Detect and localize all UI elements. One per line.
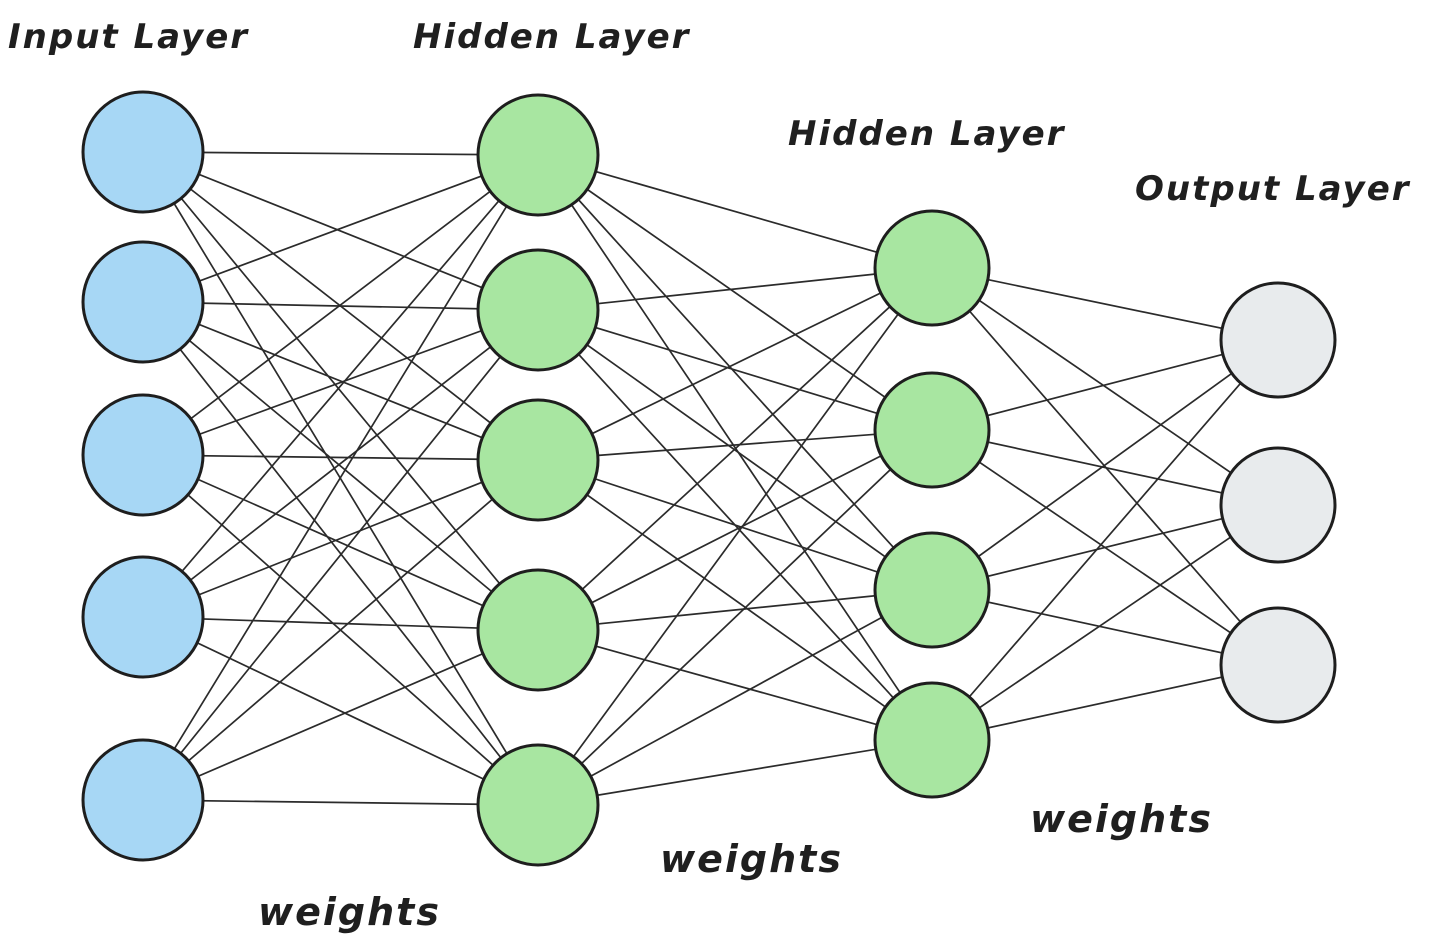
edge-input-5-to-hidden1-1 bbox=[142, 154, 539, 801]
edge-input-5-to-hidden1-5 bbox=[142, 799, 539, 806]
edge-hidden1-4-to-hidden2-3 bbox=[537, 589, 933, 631]
edge-input-2-to-hidden1-3 bbox=[142, 301, 539, 461]
weights-label-1: weights bbox=[258, 890, 441, 934]
edge-hidden1-3-to-hidden2-3 bbox=[537, 459, 933, 591]
edge-input-2-to-hidden1-1 bbox=[142, 154, 539, 303]
edge-hidden1-5-to-hidden2-3 bbox=[537, 589, 933, 806]
edge-hidden1-3-to-hidden2-1 bbox=[537, 267, 933, 461]
edge-input-3-to-hidden1-2 bbox=[142, 309, 539, 456]
edge-input-4-to-hidden1-4 bbox=[142, 616, 539, 631]
output-layer-label: Output Layer bbox=[1135, 169, 1411, 209]
input-node-3 bbox=[81, 393, 205, 517]
edge-input-3-to-hidden1-4 bbox=[142, 454, 539, 631]
output-node-3 bbox=[1219, 606, 1337, 724]
output-node-2 bbox=[1219, 446, 1337, 564]
edge-hidden1-5-to-hidden2-2 bbox=[537, 429, 933, 806]
edge-hidden2-4-to-output-3 bbox=[931, 664, 1279, 741]
edge-hidden1-3-to-hidden2-4 bbox=[537, 459, 933, 741]
edge-input-5-to-hidden1-3 bbox=[142, 459, 539, 801]
edge-hidden1-2-to-hidden2-1 bbox=[537, 267, 933, 311]
edge-hidden1-1-to-hidden2-4 bbox=[537, 154, 933, 741]
edge-input-5-to-hidden1-2 bbox=[142, 309, 539, 801]
edge-hidden1-5-to-hidden2-1 bbox=[537, 267, 933, 806]
edge-hidden2-1-to-output-1 bbox=[931, 267, 1279, 341]
edge-input-5-to-hidden1-4 bbox=[142, 629, 539, 801]
input-node-4 bbox=[81, 555, 205, 679]
edge-hidden2-3-to-output-1 bbox=[931, 339, 1279, 591]
edge-input-3-to-hidden1-3 bbox=[142, 454, 539, 461]
edge-hidden2-4-to-output-1 bbox=[931, 339, 1279, 741]
edge-input-4-to-hidden1-2 bbox=[142, 309, 539, 618]
edge-hidden1-4-to-hidden2-4 bbox=[537, 629, 933, 741]
input-node-2 bbox=[81, 240, 205, 364]
edge-hidden2-1-to-output-3 bbox=[931, 267, 1279, 666]
edge-hidden2-3-to-output-2 bbox=[931, 504, 1279, 591]
input-layer-label: Input Layer bbox=[8, 17, 249, 57]
hidden2-node-3 bbox=[873, 531, 991, 649]
edge-hidden1-4-to-hidden2-1 bbox=[537, 267, 933, 631]
edge-input-4-to-hidden1-3 bbox=[142, 459, 539, 618]
edge-hidden2-3-to-output-3 bbox=[931, 589, 1279, 666]
edge-input-3-to-hidden1-1 bbox=[142, 154, 539, 456]
input-node-5 bbox=[81, 738, 205, 862]
edge-hidden1-1-to-hidden2-1 bbox=[537, 154, 933, 269]
edge-input-1-to-hidden1-1 bbox=[142, 151, 539, 156]
input-node-1 bbox=[81, 90, 205, 214]
edge-hidden1-3-to-hidden2-2 bbox=[537, 429, 933, 461]
hidden2-layer-label: Hidden Layer bbox=[788, 114, 1066, 154]
edge-input-1-to-hidden1-4 bbox=[142, 151, 539, 631]
edge-hidden2-1-to-output-2 bbox=[931, 267, 1279, 506]
edge-input-4-to-hidden1-5 bbox=[142, 616, 539, 806]
weights-label-2: weights bbox=[660, 837, 843, 881]
hidden2-node-4 bbox=[873, 681, 991, 799]
hidden2-node-2 bbox=[873, 371, 991, 489]
edge-hidden1-1-to-hidden2-3 bbox=[537, 154, 933, 591]
hidden1-node-3 bbox=[476, 398, 600, 522]
edge-hidden1-2-to-hidden2-2 bbox=[537, 309, 933, 431]
hidden1-node-5 bbox=[476, 743, 600, 867]
hidden1-node-1 bbox=[476, 93, 600, 217]
edge-input-4-to-hidden1-1 bbox=[142, 154, 539, 618]
edge-hidden2-2-to-output-1 bbox=[931, 339, 1279, 431]
hidden2-node-1 bbox=[873, 209, 991, 327]
edge-input-2-to-hidden1-4 bbox=[142, 301, 539, 631]
edge-hidden1-1-to-hidden2-2 bbox=[537, 154, 933, 431]
edge-input-1-to-hidden1-2 bbox=[142, 151, 539, 311]
edge-hidden2-4-to-output-2 bbox=[931, 504, 1279, 741]
weights-label-3: weights bbox=[1030, 797, 1213, 841]
edge-input-2-to-hidden1-5 bbox=[142, 301, 539, 806]
edge-hidden1-5-to-hidden2-4 bbox=[537, 739, 933, 806]
edge-hidden2-2-to-output-2 bbox=[931, 429, 1279, 506]
hidden1-node-4 bbox=[476, 568, 600, 692]
edge-hidden1-4-to-hidden2-2 bbox=[537, 429, 933, 631]
hidden1-layer-label: Hidden Layer bbox=[413, 17, 691, 57]
hidden1-node-2 bbox=[476, 248, 600, 372]
output-node-1 bbox=[1219, 281, 1337, 399]
